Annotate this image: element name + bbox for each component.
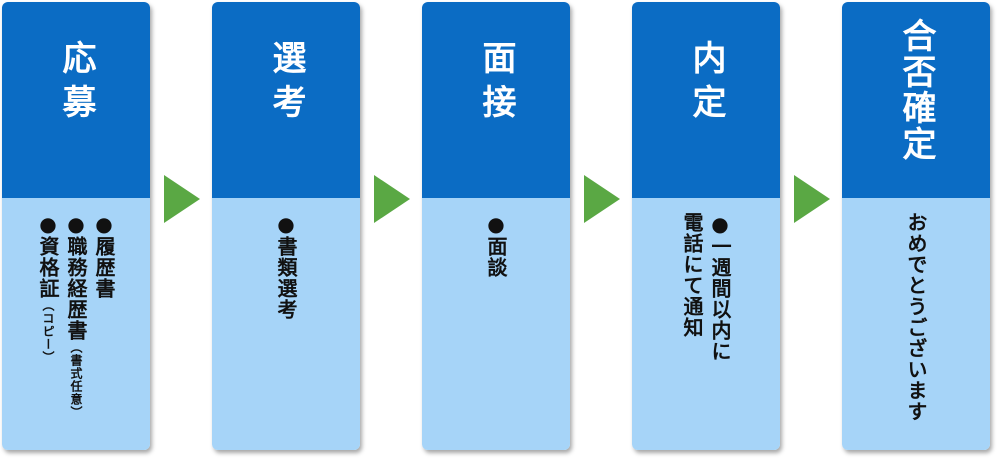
step-screening: 選考 ●書類選考 xyxy=(212,2,360,450)
step-header: 応募 xyxy=(2,2,150,198)
step-header: 選考 xyxy=(212,2,360,198)
step-header: 合否確定 xyxy=(842,2,990,198)
bullet-icon: ● xyxy=(708,212,732,236)
requirements-list: ●面談 xyxy=(482,212,510,278)
list-item: ●職務経歴書（書式任意） xyxy=(62,212,90,419)
bullet-icon: ● xyxy=(484,212,508,236)
list-item-text: おめでとうございます xyxy=(904,212,928,422)
step-header: 面接 xyxy=(422,2,570,198)
list-item: ●面談 xyxy=(482,212,510,278)
step-title: 合否確定 xyxy=(896,18,936,162)
step-body: ●一週間以内に 電話にて通知 xyxy=(632,198,780,450)
arrow-right-icon xyxy=(164,175,200,223)
list-item-note: （コピー） xyxy=(41,299,55,364)
step-body: ●書類選考 xyxy=(212,198,360,450)
arrow-right-icon xyxy=(374,175,410,223)
list-item-text: 面談 xyxy=(484,236,508,278)
list-item-text: 電話にて通知 xyxy=(680,212,704,338)
step-result: 合否確定 おめでとうございます xyxy=(842,2,990,450)
list-item-text: 履歴書 xyxy=(92,236,116,299)
step-title: 内定 xyxy=(686,40,726,128)
bullet-icon: ● xyxy=(274,212,298,236)
step-title: 面接 xyxy=(476,40,516,128)
list-item-text: 資格証 xyxy=(36,236,60,299)
list-item-text: 書類選考 xyxy=(274,236,298,320)
step-header: 内定 xyxy=(632,2,780,198)
bullet-icon: ● xyxy=(64,212,88,236)
step-body: おめでとうございます xyxy=(842,198,990,450)
requirements-list: おめでとうございます xyxy=(902,212,930,422)
list-item-note: （書式任意） xyxy=(69,341,83,419)
step-title: 応募 xyxy=(56,40,96,128)
arrow-right-icon xyxy=(584,175,620,223)
step-body: ●履歴書 ●職務経歴書（書式任意） ●資格証（コピー） xyxy=(2,198,150,450)
requirements-list: ●書類選考 xyxy=(272,212,300,320)
list-item: ●資格証（コピー） xyxy=(34,212,62,419)
requirements-list: ●履歴書 ●職務経歴書（書式任意） ●資格証（コピー） xyxy=(34,212,118,419)
arrow-right-icon xyxy=(794,175,830,223)
list-item: ●書類選考 xyxy=(272,212,300,320)
bullet-icon: ● xyxy=(92,212,116,236)
step-apply: 応募 ●履歴書 ●職務経歴書（書式任意） ●資格証（コピー） xyxy=(2,2,150,450)
requirements-list: ●一週間以内に 電話にて通知 xyxy=(678,212,734,362)
bullet-icon: ● xyxy=(36,212,60,236)
list-item-text: 職務経歴書 xyxy=(64,236,88,341)
step-body: ●面談 xyxy=(422,198,570,450)
list-item: ●一週間以内に xyxy=(706,212,734,362)
list-item: 電話にて通知 xyxy=(678,212,706,362)
list-item: ●履歴書 xyxy=(90,212,118,419)
step-title: 選考 xyxy=(266,40,306,128)
step-offer: 内定 ●一週間以内に 電話にて通知 xyxy=(632,2,780,450)
step-interview: 面接 ●面談 xyxy=(422,2,570,450)
list-item-text: 一週間以内に xyxy=(708,236,732,362)
list-item: おめでとうございます xyxy=(902,212,930,422)
